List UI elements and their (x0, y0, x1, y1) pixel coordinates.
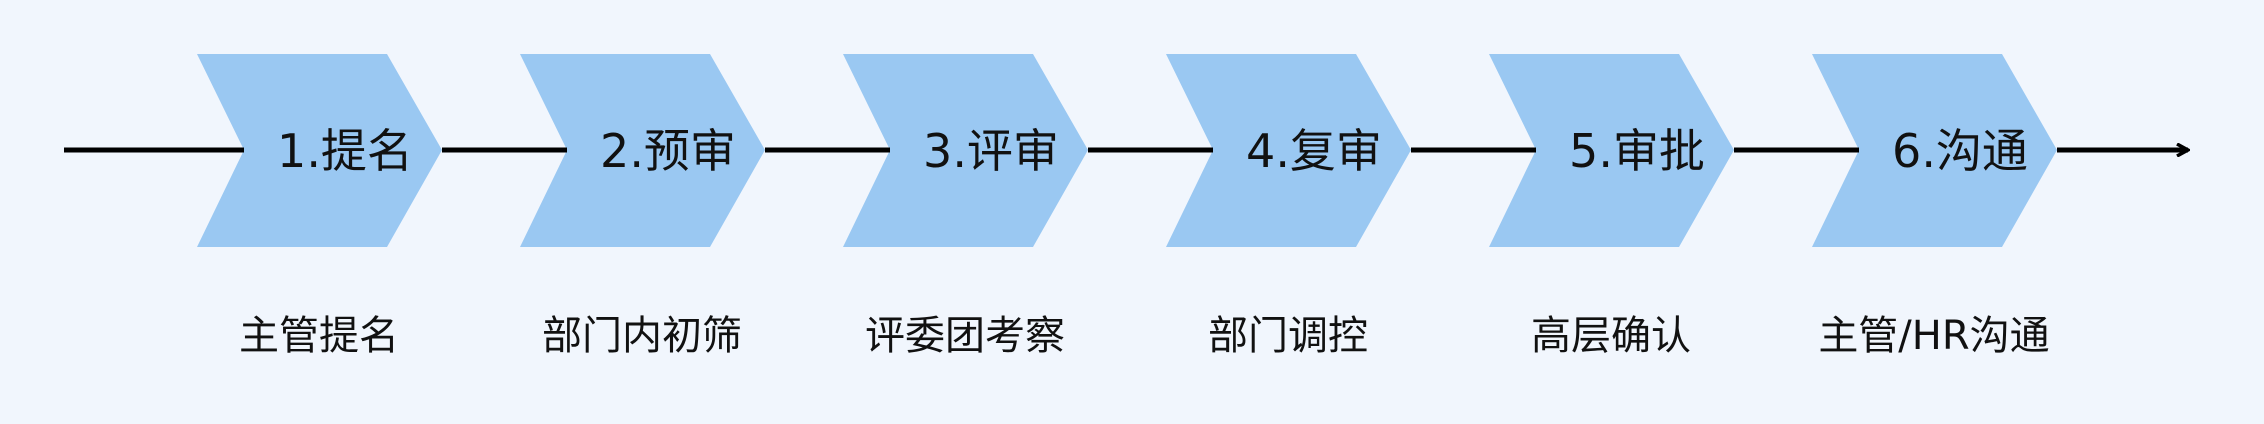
chevron-step-3 (843, 54, 1088, 247)
step-label-3: 3.评审 (923, 124, 1059, 178)
chevron-step-5 (1489, 54, 1734, 247)
step-label-1: 1.提名 (277, 124, 413, 178)
chevron-step-6 (1812, 54, 2057, 247)
step-label-4: 4.复审 (1246, 124, 1382, 178)
step-description-6: 主管/HR沟通 (1818, 313, 2049, 359)
chevron-step-1 (197, 54, 442, 247)
step-description-2: 部门内初筛 (542, 313, 742, 359)
chevron-step-4 (1166, 54, 1411, 247)
step-label-5: 5.审批 (1569, 124, 1705, 178)
chevron-layer (197, 54, 2057, 247)
step-description-1: 主管提名 (239, 313, 399, 359)
step-label-2: 2.预审 (600, 124, 736, 178)
step-label-6: 6.沟通 (1892, 124, 2028, 178)
step-description-4: 部门调控 (1208, 313, 1368, 359)
chevron-step-2 (520, 54, 765, 247)
step-description-5: 高层确认 (1531, 313, 1691, 359)
step-description-3: 评委团考察 (865, 313, 1065, 359)
